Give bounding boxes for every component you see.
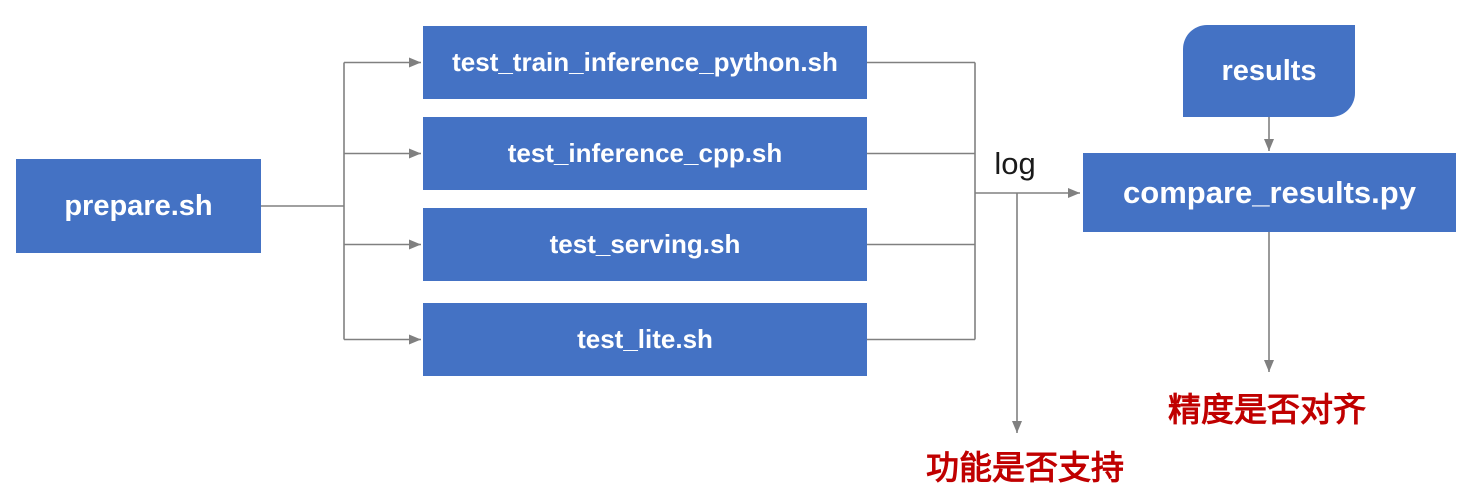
node-compare-results-py-label: compare_results.py (1123, 174, 1416, 210)
node-test-inference-cpp-label: test_inference_cpp.sh (507, 138, 783, 168)
node-prepare-sh-label: prepare.sh (64, 189, 213, 222)
node-test-lite: test_lite.sh (423, 303, 867, 376)
node-test-inference-cpp: test_inference_cpp.sh (423, 117, 867, 190)
node-results: results (1183, 25, 1355, 117)
node-test-lite-label: test_lite.sh (577, 324, 713, 354)
node-compare-results-py: compare_results.py (1083, 153, 1456, 232)
outcome-label-function-support: 功能是否支持 (926, 449, 1124, 486)
node-test-train-inference-python-label: test_train_inference_python.sh (452, 47, 838, 77)
node-prepare-sh: prepare.sh (16, 159, 261, 253)
node-results-label: results (1221, 54, 1317, 87)
node-test-serving-label: test_serving.sh (549, 229, 741, 259)
node-test-serving: test_serving.sh (423, 208, 867, 281)
edge-label-log: log (994, 146, 1036, 181)
node-test-train-inference-python: test_train_inference_python.sh (423, 26, 867, 99)
outcome-label-accuracy-alignment: 精度是否对齐 (1168, 391, 1366, 428)
